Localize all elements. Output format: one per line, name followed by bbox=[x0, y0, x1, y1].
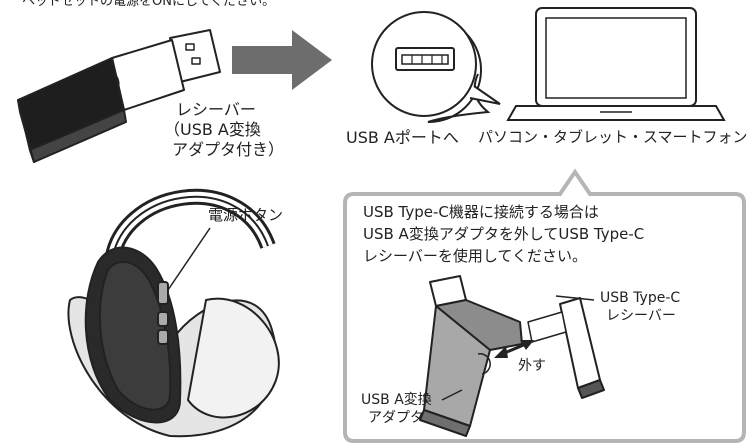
adapter-label-leader bbox=[441, 389, 463, 401]
adapter-illustration bbox=[419, 275, 523, 437]
top-instruction: ヘッドセットの電源をONにしてください。 bbox=[22, 0, 276, 9]
receiver-label-line2: （USB A変換 bbox=[164, 120, 261, 139]
usb-port-label: USB Aポートへ bbox=[346, 128, 459, 147]
laptop-illustration bbox=[506, 7, 726, 121]
usb-receiver-illustration bbox=[17, 29, 221, 163]
note-line3: レシーバーを使用してください。 bbox=[363, 247, 587, 265]
headset-illustration bbox=[67, 189, 280, 438]
typec-receiver-label-line2: レシーバー bbox=[606, 308, 676, 324]
note-line2: USB A変換アダプタを外してUSB Type-C bbox=[363, 225, 645, 243]
power-button-label: 電源ボタン bbox=[208, 206, 284, 224]
note-line1: USB Type-C機器に接続する場合は bbox=[363, 203, 599, 221]
adapter-label-line2: アダプタ bbox=[368, 410, 424, 426]
usb-port-callout bbox=[371, 11, 501, 124]
typec-receiver-label-line1: USB Type-C bbox=[600, 290, 681, 306]
direction-arrow bbox=[232, 30, 332, 90]
remove-arrow bbox=[494, 340, 534, 358]
adapter-label-line1: USB A変換 bbox=[361, 392, 432, 408]
receiver-label-line1: レシーバー bbox=[176, 100, 256, 119]
devices-label: パソコン・タブレット・スマートフォン bbox=[478, 128, 748, 146]
remove-label: 外す bbox=[518, 358, 546, 374]
typec-receiver-illustration bbox=[527, 295, 605, 399]
receiver-label-line3: アダプタ付き） bbox=[172, 140, 285, 159]
